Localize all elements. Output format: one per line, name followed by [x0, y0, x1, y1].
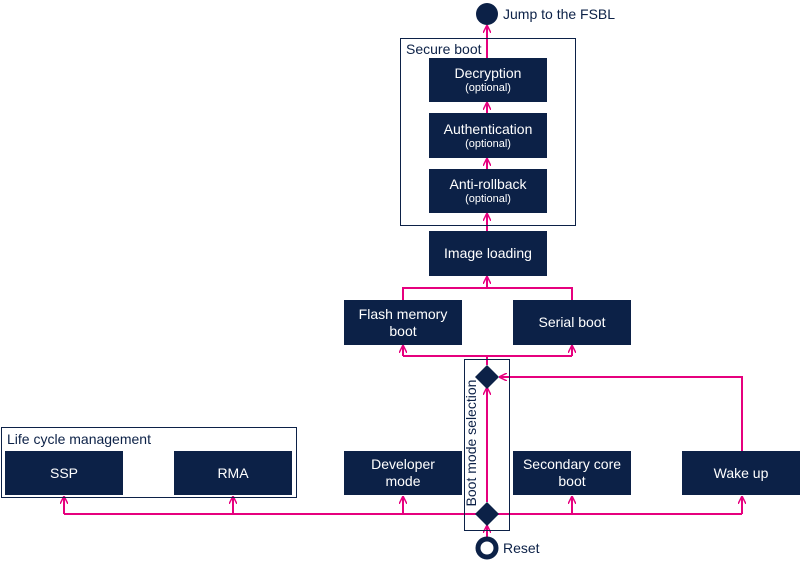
wake-up-box: Wake up	[682, 451, 800, 495]
decryption-note: (optional)	[465, 82, 511, 94]
secure-boot-title: Secure boot	[406, 41, 482, 57]
authentication-box: Authentication (optional)	[429, 113, 547, 158]
end-terminal	[476, 3, 498, 25]
developer-mode-line1: Developer	[371, 456, 435, 472]
flash-boot-box: Flash memory boot	[344, 300, 462, 345]
authentication-note: (optional)	[465, 137, 511, 150]
developer-mode-line2: mode	[385, 473, 421, 489]
boot-mode-selection-frame	[464, 359, 510, 531]
anti-rollback-box: Anti-rollback (optional)	[429, 169, 547, 213]
wake-up-label: Wake up	[713, 464, 769, 481]
decision-diamond-upper	[475, 365, 499, 389]
anti-rollback-label: Anti-rollback	[449, 176, 527, 192]
life-cycle-title: Life cycle management	[7, 431, 151, 447]
ssp-label: SSP	[49, 464, 78, 481]
secure-boot-frame	[400, 38, 576, 226]
authentication-label: Authentication	[443, 120, 533, 137]
rma-label: RMA	[217, 464, 249, 481]
merge-line	[402, 287, 573, 300]
flash-boot-line1: Flash memory	[358, 305, 448, 322]
image-loading-label: Image loading	[444, 245, 532, 261]
start-label: Reset	[503, 540, 540, 556]
start-terminal	[475, 536, 499, 560]
decryption-box: Decryption (optional)	[429, 58, 547, 102]
ssp-box: SSP	[5, 451, 123, 495]
decision-diamond-lower	[475, 502, 499, 526]
serial-boot-box: Serial boot	[513, 300, 631, 345]
life-cycle-frame	[1, 427, 297, 498]
secondary-core-line2: boot	[558, 473, 586, 489]
secondary-core-box: Secondary core boot	[513, 451, 631, 495]
anti-rollback-note: (optional)	[465, 193, 511, 205]
developer-mode-box: Developer mode	[344, 451, 462, 495]
flash-boot-line2: boot	[389, 322, 417, 339]
secondary-core-line1: Secondary core	[522, 456, 622, 472]
end-label: Jump to the FSBL	[503, 6, 616, 22]
image-loading-box: Image loading	[429, 231, 547, 276]
rma-box: RMA	[174, 451, 292, 495]
arrow-wakeup-loop	[500, 377, 743, 451]
boot-mode-selection-label: Boot mode selection	[463, 379, 479, 507]
serial-boot-label: Serial boot	[538, 314, 606, 330]
decryption-label: Decryption	[454, 65, 522, 81]
